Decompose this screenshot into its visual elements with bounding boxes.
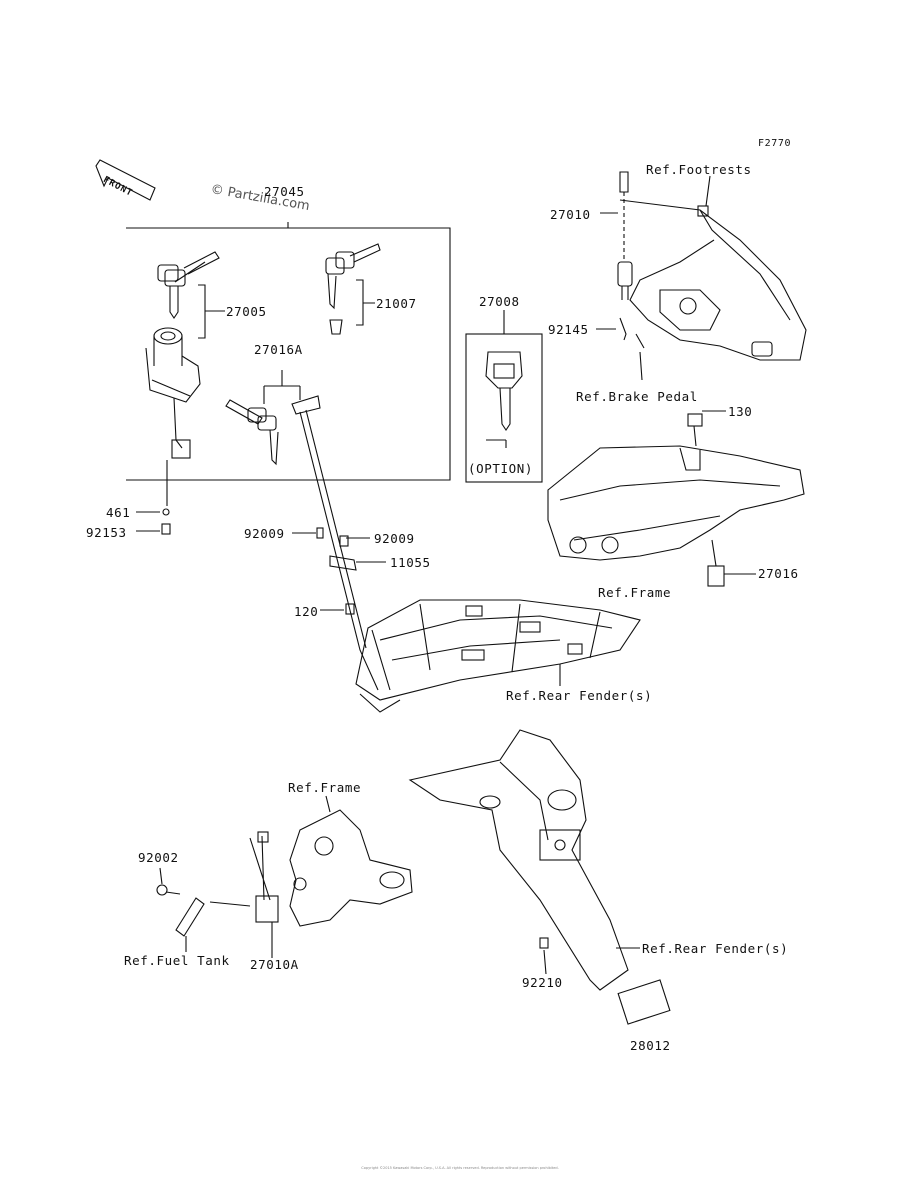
key-set-27005 xyxy=(157,251,220,319)
rear-fender-tray xyxy=(355,599,641,713)
ref-fuel-tank: Ref.Fuel Tank xyxy=(124,953,230,968)
part-92002: 92002 xyxy=(138,850,179,865)
part-92210: 92210 xyxy=(522,975,563,990)
part-120: 120 xyxy=(294,604,319,619)
part-92153: 92153 xyxy=(86,525,127,540)
lower-frame-bracket xyxy=(249,809,413,927)
part-92009-left: 92009 xyxy=(244,526,285,541)
part-27016: 27016 xyxy=(758,566,799,581)
option-box xyxy=(465,333,543,483)
part-27008: 27008 xyxy=(479,294,520,309)
part-27005: 27005 xyxy=(226,304,267,319)
fuel-tank-rod xyxy=(156,884,251,937)
ref-frame-lower: Ref.Frame xyxy=(288,780,362,795)
part-92009-right: 92009 xyxy=(374,531,415,546)
part-27045: 27045 xyxy=(264,184,305,199)
part-92145: 92145 xyxy=(548,322,589,337)
part-27010A: 27010A xyxy=(250,957,299,972)
ref-footrests: Ref.Footrests xyxy=(646,162,752,177)
part-27016A: 27016A xyxy=(254,342,303,357)
main-frame-right xyxy=(547,413,805,587)
part-28012: 28012 xyxy=(630,1038,671,1053)
ignition-switch xyxy=(145,327,201,459)
footrest-frame xyxy=(619,199,807,361)
part-461: 461 xyxy=(106,505,131,520)
brake-switch-27010 xyxy=(617,171,633,341)
part-11055: 11055 xyxy=(390,555,431,570)
part-130: 130 xyxy=(728,404,753,419)
part-21007: 21007 xyxy=(376,296,417,311)
part-27010: 27010 xyxy=(550,207,591,222)
ref-rear-fender-mid: Ref.Rear Fender(s) xyxy=(506,688,653,703)
front-arrow xyxy=(95,159,156,201)
figure-code: F2770 xyxy=(758,138,792,149)
option-label: (OPTION) xyxy=(468,461,534,476)
ref-brake-pedal: Ref.Brake Pedal xyxy=(576,389,698,404)
key-set-27016A xyxy=(225,395,321,466)
footer-copyright: Copyright ©2015 Kawasaki Motors Corp., U… xyxy=(361,1166,559,1170)
ref-rear-fender-lower: Ref.Rear Fender(s) xyxy=(642,941,789,956)
option-key xyxy=(485,351,523,448)
rear-fender-lower xyxy=(408,729,671,1025)
key-set-21007 xyxy=(325,243,381,335)
ref-frame-right: Ref.Frame xyxy=(598,585,672,600)
